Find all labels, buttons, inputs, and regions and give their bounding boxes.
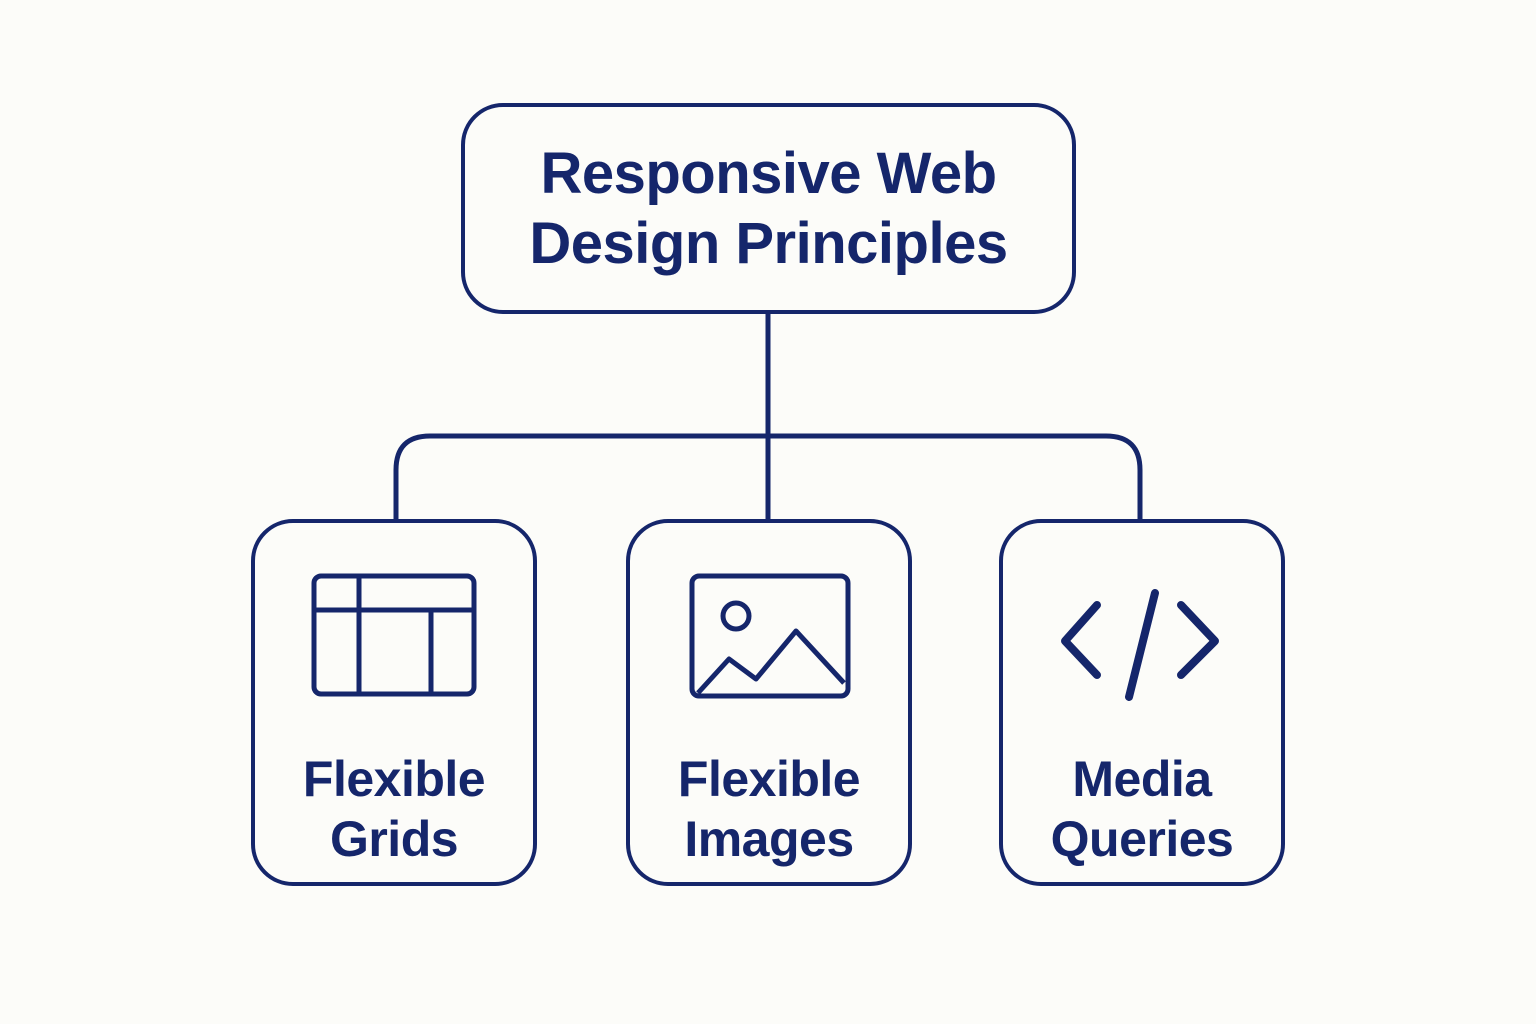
branch-bar-connector bbox=[393, 433, 1143, 519]
media-queries-node: Media Queries bbox=[999, 519, 1285, 886]
label-line-1: Flexible bbox=[302, 751, 486, 807]
label-line-1: Media bbox=[1072, 751, 1212, 807]
media-queries-label: Media Queries bbox=[1051, 749, 1234, 869]
flexible-images-node: Flexible Images bbox=[626, 519, 912, 886]
flexible-grids-node: Flexible Grids bbox=[251, 519, 537, 886]
label-line-2: Queries bbox=[1050, 811, 1234, 867]
flexible-images-label: Flexible Images bbox=[677, 749, 861, 869]
root-title-line-2: Design Principles bbox=[529, 210, 1008, 276]
root-node: Responsive Web Design Principles bbox=[461, 103, 1076, 314]
label-line-2: Grids bbox=[329, 811, 459, 867]
flexible-grids-label: Flexible Grids bbox=[302, 749, 486, 869]
root-title: Responsive Web Design Principles bbox=[529, 139, 1008, 279]
image-icon bbox=[689, 573, 851, 699]
label-line-2: Images bbox=[684, 811, 854, 867]
root-title-line-1: Responsive Web bbox=[540, 140, 997, 206]
grid-layout-icon bbox=[311, 573, 477, 697]
label-line-1: Flexible bbox=[677, 751, 861, 807]
code-icon bbox=[1061, 589, 1219, 701]
